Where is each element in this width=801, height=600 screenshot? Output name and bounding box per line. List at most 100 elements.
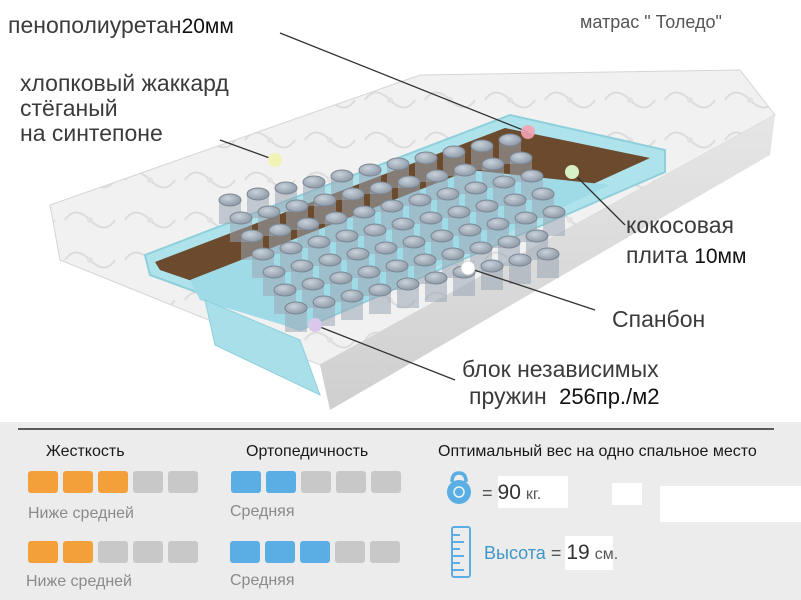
spunbond-label: Спанбон — [612, 306, 706, 332]
blank-box-2 — [660, 486, 801, 522]
height-value-row: Высота = 19 см. — [484, 541, 619, 564]
height-value: 19 — [566, 541, 590, 564]
spring-coils — [218, 133, 566, 332]
spring-coil — [469, 241, 493, 255]
marker-jacquard — [268, 153, 282, 167]
stiffness-scale-cell — [133, 471, 163, 493]
orthopedic-scale-cell — [300, 541, 330, 563]
stiffness-scale-cell — [28, 541, 58, 563]
spring-coil — [441, 247, 465, 261]
spring-coil — [442, 145, 466, 159]
stiffness-scale-cell — [168, 471, 198, 493]
mattress-side-left — [50, 205, 62, 270]
spring-coil — [341, 187, 365, 201]
spring-coil-body — [509, 260, 531, 284]
spring-coil — [397, 175, 421, 189]
kettlebell-icon — [447, 471, 471, 504]
spring-coil — [508, 253, 532, 267]
spring-coil — [329, 271, 353, 285]
spring-coil — [425, 169, 449, 183]
model-title: матрас " Толедо" — [580, 12, 722, 32]
spring-coil — [380, 199, 404, 213]
orthopedic-scale-cell — [301, 471, 331, 493]
spring-coil — [301, 277, 325, 291]
spring-coil — [290, 259, 314, 273]
spring-coil — [486, 217, 510, 231]
weight-value-row: = 90 кг. — [482, 481, 542, 504]
spring-coil — [330, 169, 354, 183]
stiffness-level-label-1: Ниже средней — [28, 505, 134, 522]
spring-coil — [352, 205, 376, 219]
spring-coil — [509, 151, 533, 165]
spring-coil — [257, 205, 281, 219]
spring-coil-body — [397, 284, 419, 308]
mattress-illustration — [49, 32, 776, 410]
stiffness-scale-cell — [98, 471, 128, 493]
spring-coil — [514, 211, 538, 225]
spring-coil — [475, 199, 499, 213]
spring-coil — [279, 241, 303, 255]
stiffness-title: Жесткость — [46, 443, 125, 460]
spring-coil — [464, 181, 488, 195]
spring-coil — [531, 187, 555, 201]
marker-springs — [308, 318, 322, 332]
spring-coil-body — [285, 308, 307, 332]
coconut-label-line1: кокосовая — [626, 212, 734, 238]
orthopedic-scale-cell — [266, 471, 296, 493]
springs-label-line2: пружин 256пр./м2 — [469, 382, 666, 411]
spring-coil-body — [481, 266, 503, 290]
spring-coil — [396, 277, 420, 291]
spring-coil — [413, 253, 437, 267]
spring-coil — [480, 259, 504, 273]
orthopedic-level-label-2: Средняя — [230, 572, 295, 589]
spring-coil-body — [453, 272, 475, 296]
spring-coil-body — [341, 296, 363, 320]
stiffness-scale-cell — [133, 541, 163, 563]
jacquard-label-line3: на синтепоне — [20, 120, 163, 146]
spring-coil — [436, 187, 460, 201]
spring-coil — [262, 265, 286, 279]
spring-coil — [307, 235, 331, 249]
panel-divider — [18, 428, 774, 430]
orthopedic-scale-cell — [265, 541, 295, 563]
stiffness-scale-cell — [28, 471, 58, 493]
spring-coil — [218, 193, 242, 207]
spring-coil — [324, 211, 348, 225]
spring-coil — [240, 229, 264, 243]
spring-coil — [497, 235, 521, 249]
stiffness-level-label-2: Ниже средней — [26, 573, 132, 590]
orthopedic-scale-cell — [230, 541, 260, 563]
spring-coil — [285, 199, 309, 213]
foam-layer-value: 20мм — [181, 15, 234, 38]
spring-coil — [470, 139, 494, 153]
spring-coil — [368, 283, 392, 297]
spring-coil — [312, 295, 336, 309]
orthopedic-scale-cell — [371, 471, 401, 493]
spring-coil — [453, 163, 477, 177]
foam-layer-label: пенополиуретан20мм — [8, 12, 234, 39]
spring-coil — [357, 265, 381, 279]
spring-coil — [229, 211, 253, 225]
blank-box-1 — [612, 483, 642, 505]
spring-coil — [363, 223, 387, 237]
spring-coil — [302, 175, 326, 189]
height-unit: см. — [594, 546, 619, 563]
spring-coil — [481, 157, 505, 171]
jacquard-label-line2: стёганый — [20, 95, 118, 121]
spring-coil — [284, 301, 308, 315]
spring-coil — [458, 223, 482, 237]
optimal-weight-title: Оптимальный вес на одно спальное место — [438, 443, 757, 460]
stiffness-scale-cell — [63, 541, 93, 563]
springs-value: 256пр./м2 — [553, 382, 666, 411]
spring-coil — [525, 229, 549, 243]
marker-coconut — [565, 165, 579, 179]
spring-coil — [346, 247, 370, 261]
marker-foam — [521, 125, 535, 139]
spring-coil — [492, 175, 516, 189]
spring-coil — [273, 283, 297, 297]
spring-coil — [268, 223, 292, 237]
spring-coil — [447, 205, 471, 219]
spring-coil — [520, 169, 544, 183]
spring-coil — [246, 187, 270, 201]
spring-coil — [419, 211, 443, 225]
